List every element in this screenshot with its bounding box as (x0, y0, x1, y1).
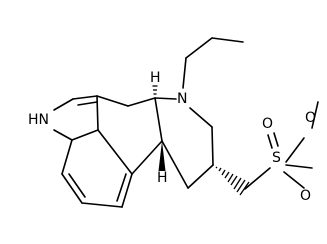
methanesulfonate-group (244, 101, 319, 190)
ch2-hashed-wedge (215, 166, 250, 196)
amine-n-label: N (177, 91, 187, 107)
stereo-h-bottom-wedge (158, 141, 166, 171)
benzene-ring (61, 129, 133, 208)
oxygen-top-label: O (262, 116, 273, 132)
ring-d (154, 97, 214, 189)
h-bottom-label: H (157, 170, 168, 186)
indole-nh-label: HN (28, 112, 49, 128)
oxygen-ester-label: O (305, 110, 316, 126)
h-top-label: H (150, 70, 161, 86)
stereo-h-top-hashed (152, 85, 158, 95)
ring-c (96, 95, 163, 175)
oxygen-bottom-label: O (300, 188, 311, 204)
indole-pyrrole-ring (53, 95, 99, 141)
propyl-chain (182, 37, 244, 89)
sulfur-label: S (272, 150, 281, 166)
